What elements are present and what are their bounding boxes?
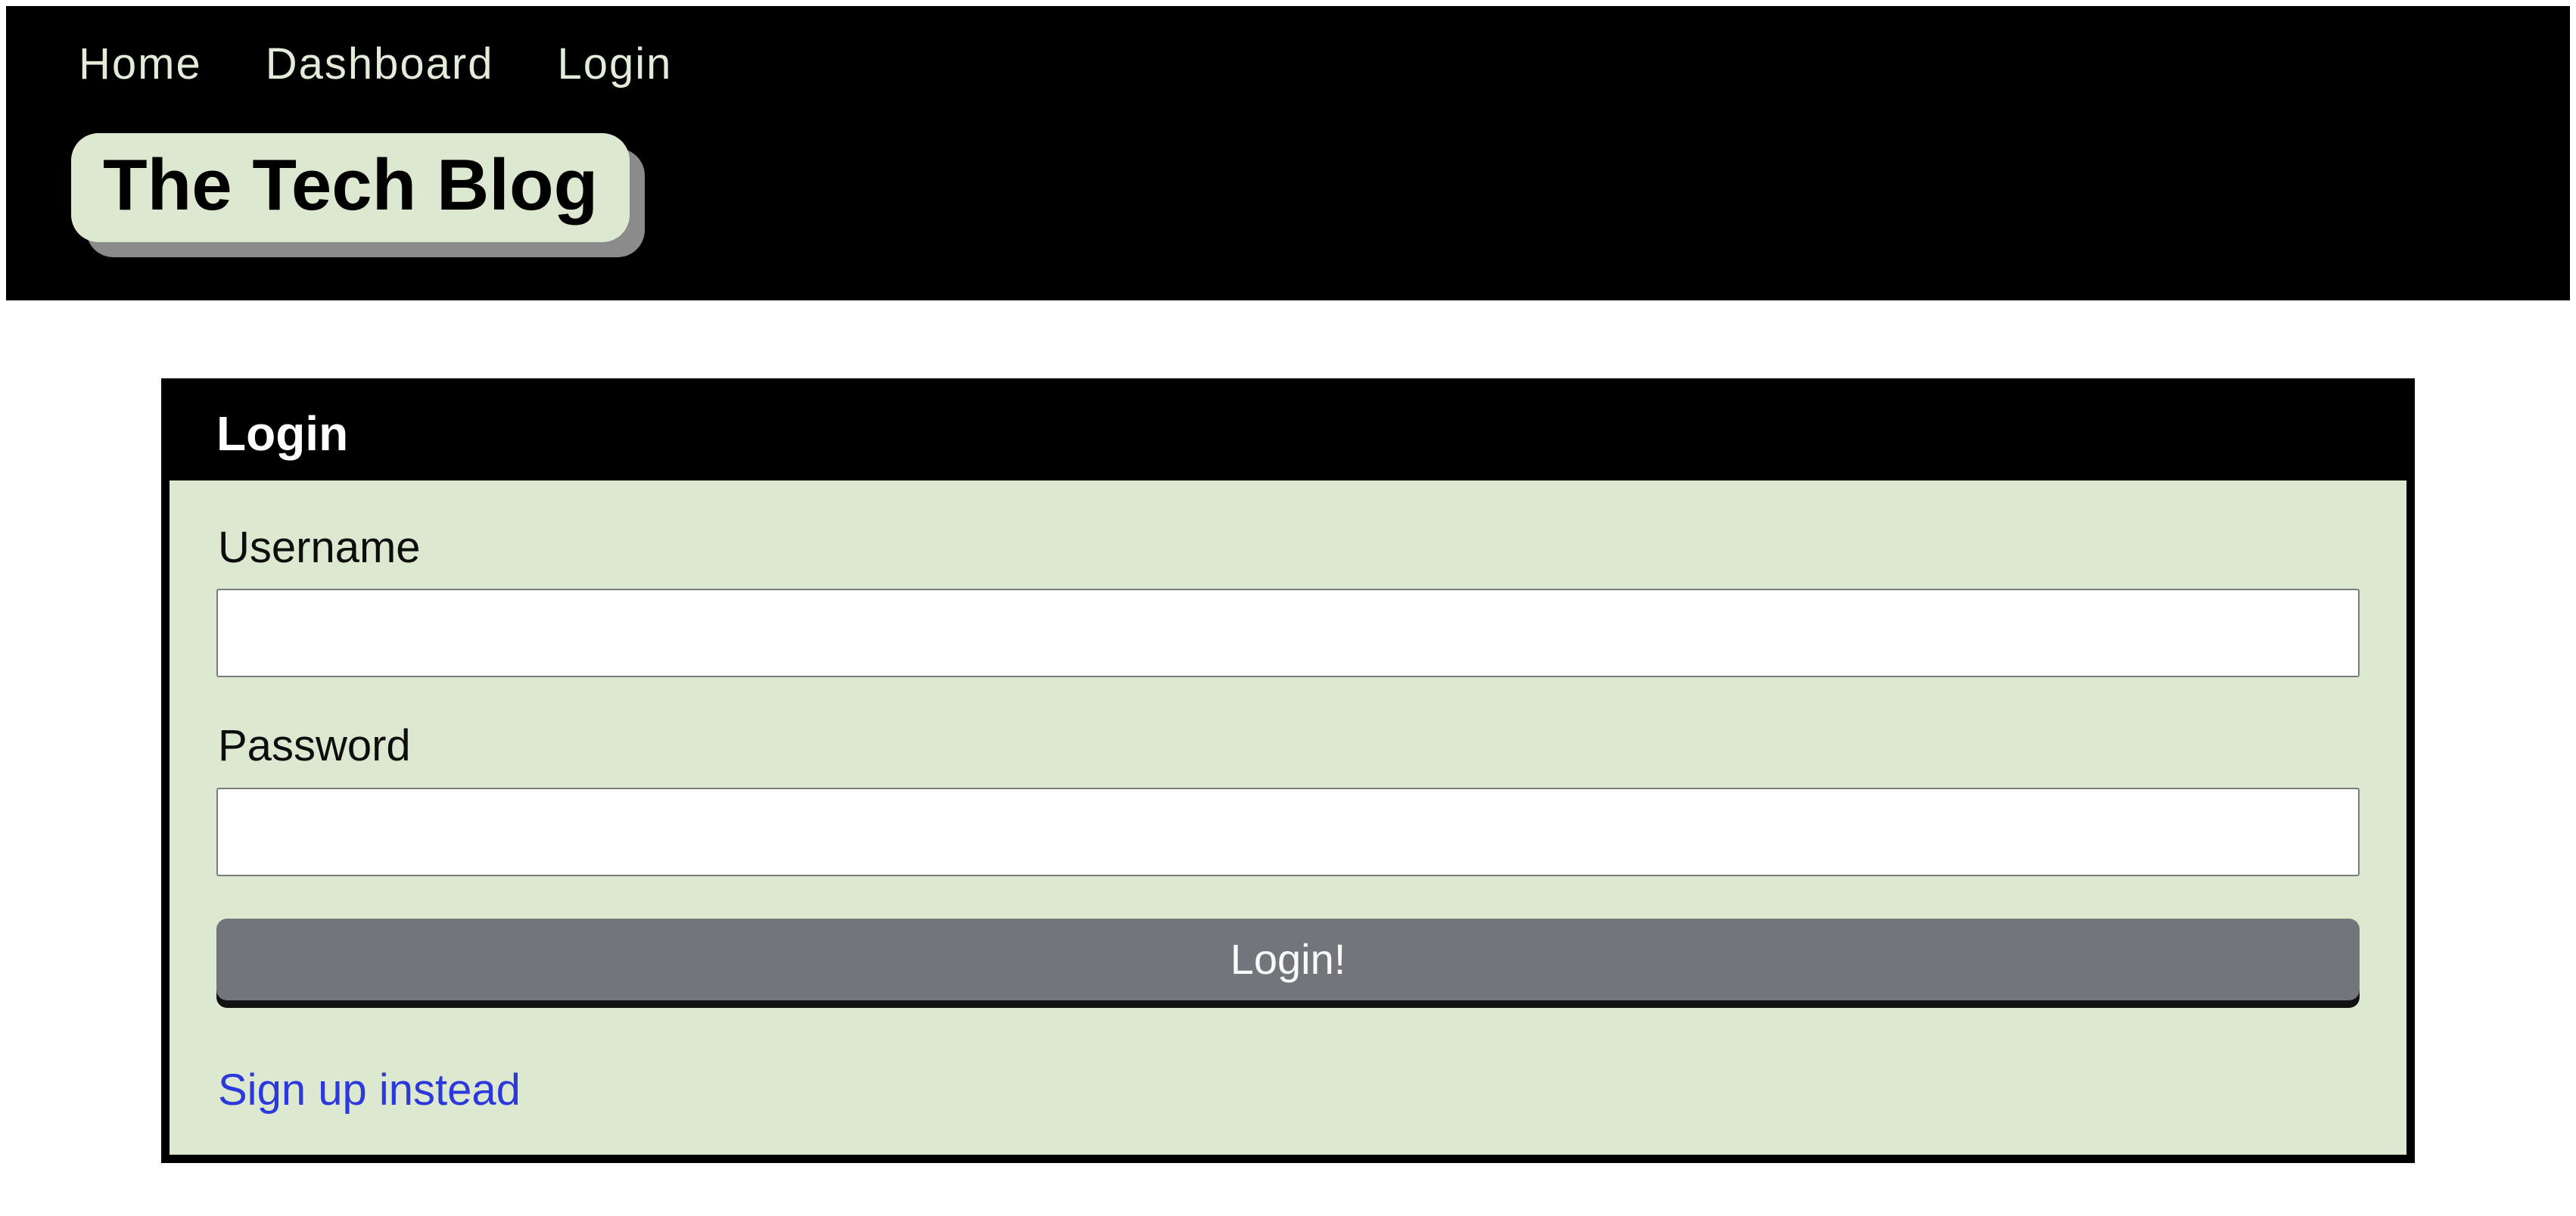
nav-link-dashboard[interactable]: Dashboard: [265, 39, 494, 89]
username-input[interactable]: [216, 589, 2360, 678]
login-card: Login Username Password Login! Sign up i…: [161, 378, 2415, 1163]
site-header: Home Dashboard Login The Tech Blog: [6, 6, 2570, 300]
login-form: Username Password Login! Sign up instead: [170, 480, 2406, 1155]
main-nav: Home Dashboard Login: [6, 42, 2570, 86]
login-submit-button[interactable]: Login!: [216, 918, 2360, 1000]
main-content: Login Username Password Login! Sign up i…: [6, 378, 2570, 1163]
site-logo: The Tech Blog: [71, 133, 630, 242]
signup-link[interactable]: Sign up instead: [218, 1065, 521, 1115]
login-card-title: Login: [216, 406, 349, 461]
nav-link-home[interactable]: Home: [79, 39, 202, 89]
password-input[interactable]: [216, 787, 2360, 876]
login-card-header: Login: [170, 378, 2406, 480]
password-label: Password: [218, 721, 411, 771]
nav-list: Home Dashboard Login: [6, 42, 2570, 86]
nav-link-login[interactable]: Login: [557, 39, 673, 89]
username-label: Username: [218, 522, 421, 572]
